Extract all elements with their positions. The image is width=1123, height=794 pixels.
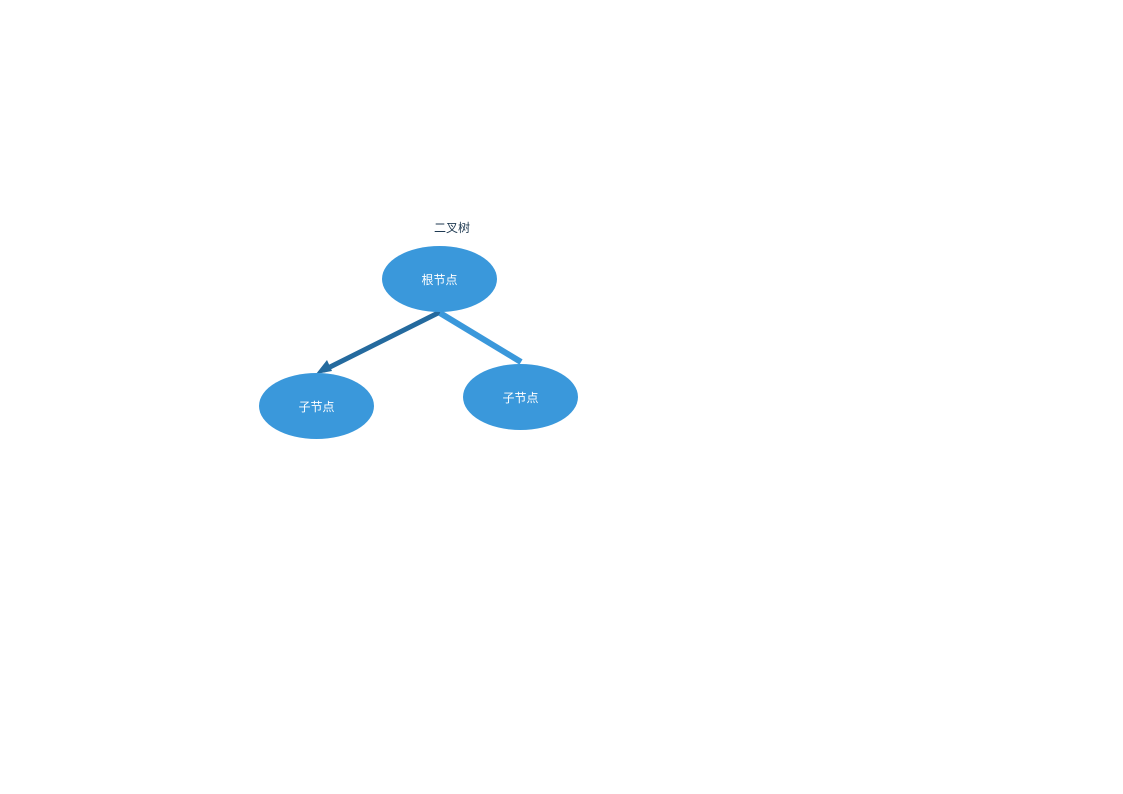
edge-root-to-left[interactable] [321,310,441,373]
root-node[interactable]: 根节点 [382,246,497,312]
root-node-label: 根节点 [421,272,458,287]
right-child-node-label: 子节点 [502,390,539,405]
left-child-node[interactable]: 子节点 [259,373,374,439]
edge-root-to-right[interactable] [438,310,523,365]
diagram-title: 二叉树 [433,221,470,235]
edge-root-to-left-arrowhead [316,360,332,374]
left-child-node-label: 子节点 [298,399,335,414]
right-child-node[interactable]: 子节点 [463,364,578,430]
